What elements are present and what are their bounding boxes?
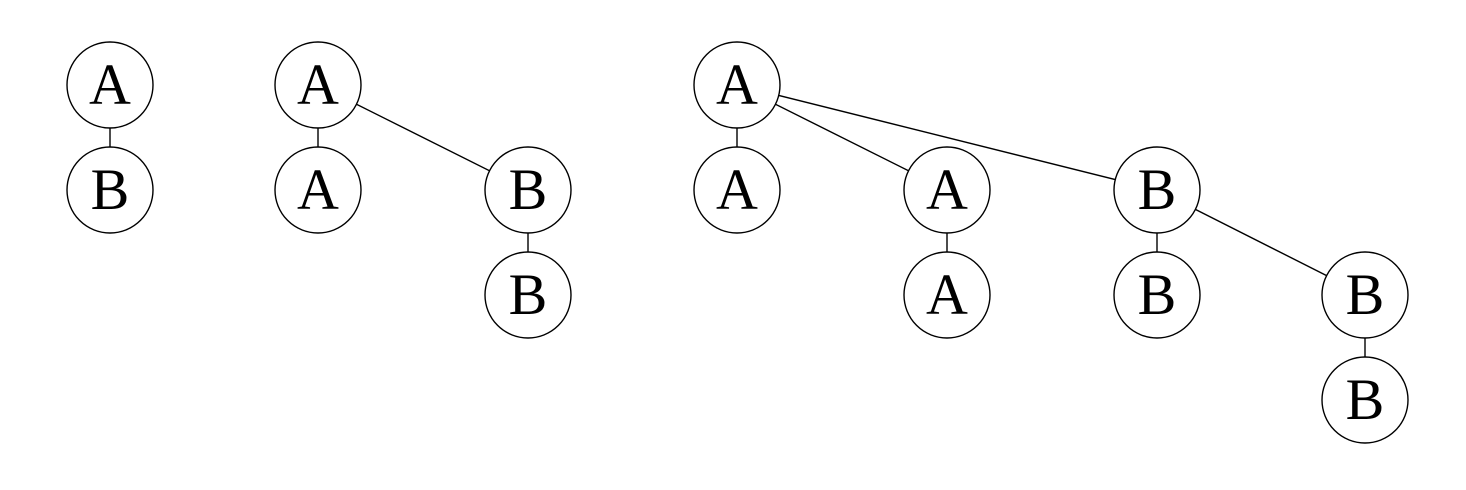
tree-node-label: B bbox=[509, 157, 548, 222]
tree-node-circle bbox=[1321, 356, 1409, 444]
tree-node-circle bbox=[1321, 251, 1409, 339]
tree-node-circle bbox=[484, 146, 572, 234]
tree-node-circle bbox=[693, 41, 781, 129]
tree-edge bbox=[736, 84, 1158, 191]
tree-node-label: B bbox=[1138, 157, 1177, 222]
tree-node-label: A bbox=[89, 52, 131, 117]
tree-node-label: B bbox=[91, 157, 130, 222]
tree-2: AA BB bbox=[274, 41, 572, 339]
tree-node-label: A bbox=[297, 157, 339, 222]
tree-node-circle bbox=[903, 146, 991, 234]
tree-1: AB bbox=[66, 41, 154, 234]
tree-node-circle bbox=[484, 251, 572, 339]
tree-node-circle bbox=[66, 146, 154, 234]
tree-node-label: A bbox=[926, 262, 968, 327]
tree-node-label: A bbox=[926, 157, 968, 222]
tree-node-label: A bbox=[297, 52, 339, 117]
tree-node-label: B bbox=[509, 262, 548, 327]
tree-node-circle bbox=[274, 146, 362, 234]
tree-node-label: B bbox=[1138, 262, 1177, 327]
tree-node-label: B bbox=[1346, 262, 1385, 327]
tree-node-label: A bbox=[716, 157, 758, 222]
tree-node-circle bbox=[693, 146, 781, 234]
tree-node-label: A bbox=[716, 52, 758, 117]
tree-node-circle bbox=[903, 251, 991, 339]
tree-node-circle bbox=[274, 41, 362, 129]
tree-node-circle bbox=[1113, 251, 1201, 339]
tree-node-circle bbox=[66, 41, 154, 129]
tree-node-circle bbox=[1113, 146, 1201, 234]
tree-node-label: B bbox=[1346, 367, 1385, 432]
